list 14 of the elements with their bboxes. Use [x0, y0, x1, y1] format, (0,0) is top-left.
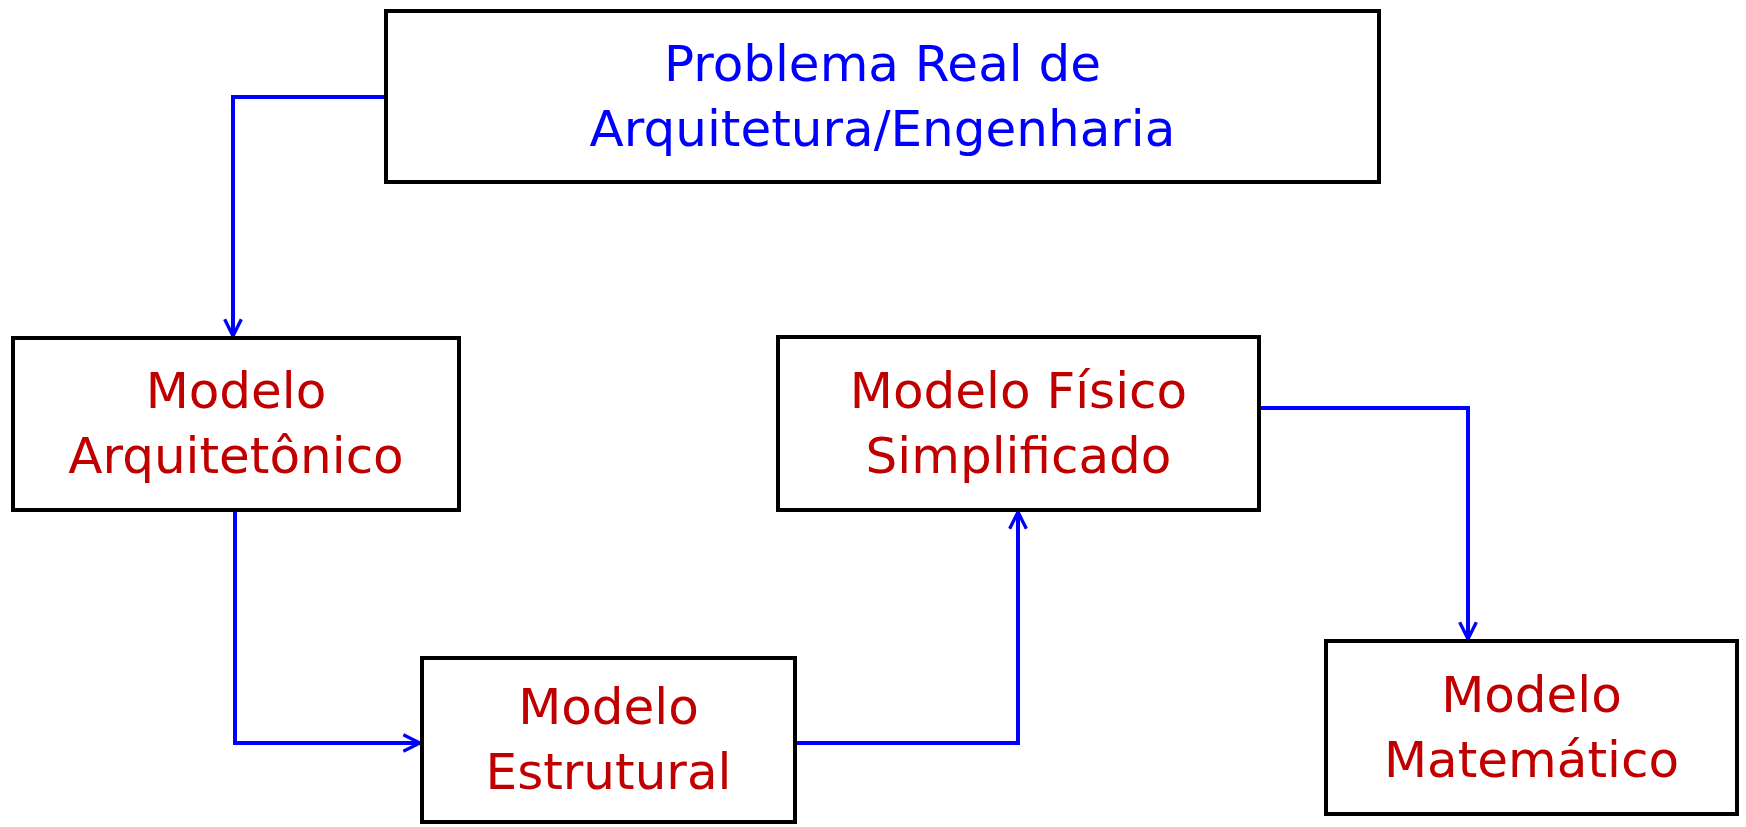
process-box [11, 336, 461, 512]
connector-arrow [233, 512, 422, 753]
box-label: Modelo Estrutural [484, 677, 733, 803]
box-label: Modelo Arquitetônico [67, 361, 405, 487]
box-label: Modelo Matemático [1382, 664, 1681, 791]
box-label: Problema Real de Arquitetura/Engenharia [588, 33, 1177, 160]
process-box [776, 335, 1261, 512]
connector-arrow [223, 95, 384, 338]
connector-arrow [1261, 406, 1478, 641]
process-box [420, 656, 797, 824]
process-box [1324, 639, 1739, 816]
box-label: Modelo Físico Simplificado [848, 360, 1189, 487]
connector-arrow [797, 510, 1028, 745]
process-box [384, 9, 1381, 184]
